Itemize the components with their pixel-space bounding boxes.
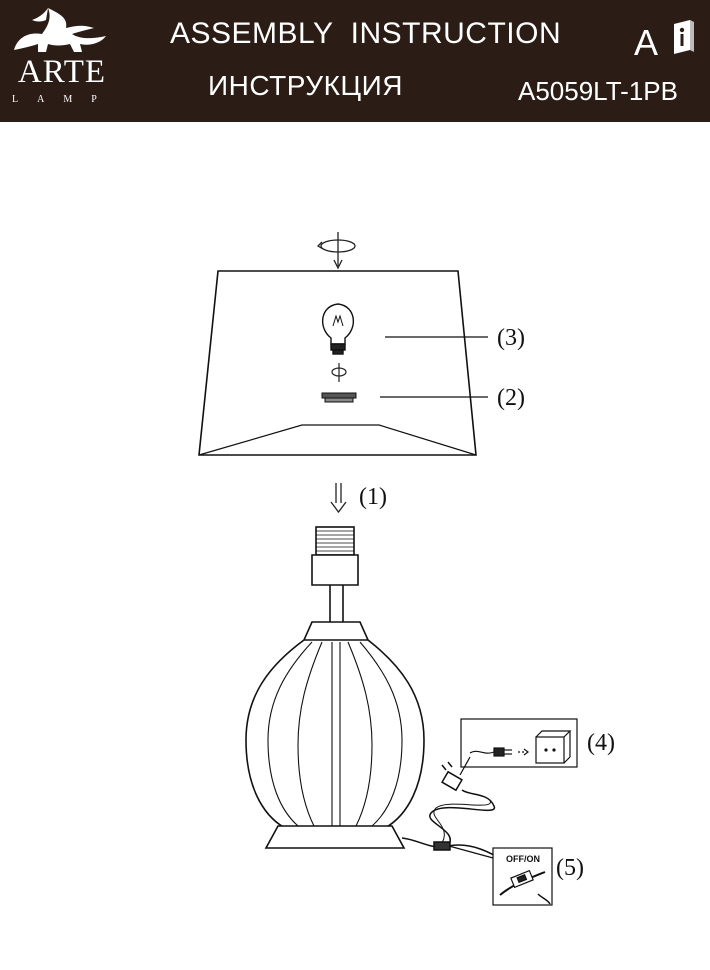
info-book-icon: [674, 20, 694, 54]
callout-1: (1): [359, 484, 387, 510]
header-banner: ARTE LAMP ASSEMBLY INSTRUCTION ИНСТРУКЦИ…: [0, 0, 710, 122]
down-arrow-icon: [330, 483, 347, 514]
griffin-logo-icon: [14, 8, 106, 52]
brand-name: ARTE: [17, 54, 107, 90]
model-number: A5059LT-1PB: [518, 76, 678, 106]
leader-lines: [380, 336, 488, 398]
assembly-diagram: OFF/ON: [198, 232, 578, 906]
outlet-detail-box: [459, 718, 578, 776]
shade-ring: [321, 392, 357, 403]
title-english: ASSEMBLY INSTRUCTION: [170, 17, 562, 50]
lamp-base: [245, 526, 425, 849]
switch-detail-box: [448, 845, 553, 906]
callout-2: (2): [497, 385, 525, 411]
brand-subtitle: LAMP: [12, 94, 116, 105]
callout-3: (3): [497, 325, 525, 351]
title-russian: ИНСТРУКЦИЯ: [208, 70, 403, 101]
lamp-shade: [198, 270, 477, 456]
bulb-icon: [322, 303, 354, 355]
callout-4: (4): [587, 730, 615, 756]
twist-icon: [331, 363, 347, 382]
language-letter: A: [634, 22, 659, 63]
callout-5: (5): [556, 855, 584, 881]
switch-label: OFF/ON: [506, 854, 540, 864]
rotate-arrow-icon: [316, 232, 356, 270]
